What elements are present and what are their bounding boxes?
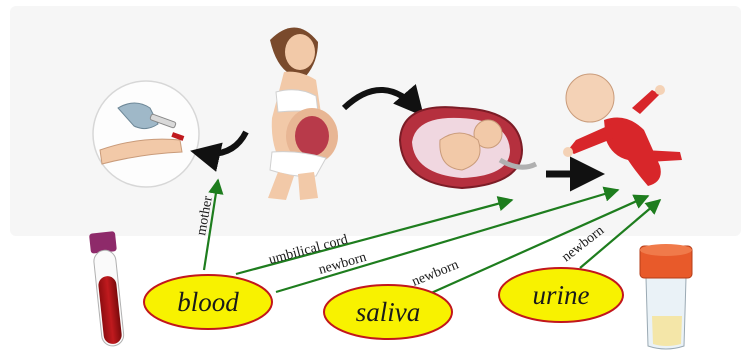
label-newborn-blood: newborn [317, 250, 368, 278]
urine-label: urine [533, 280, 590, 310]
label-newborn-saliva: newborn [410, 257, 461, 289]
urine-container-icon [640, 244, 692, 349]
saliva-label: saliva [356, 297, 421, 327]
urine-oval: urine [499, 268, 623, 322]
blood-tube-icon [89, 231, 127, 347]
arm-blood-draw-icon [93, 81, 199, 187]
blood-label: blood [177, 287, 239, 317]
blood-oval: blood [144, 275, 272, 329]
saliva-oval: saliva [324, 285, 452, 339]
